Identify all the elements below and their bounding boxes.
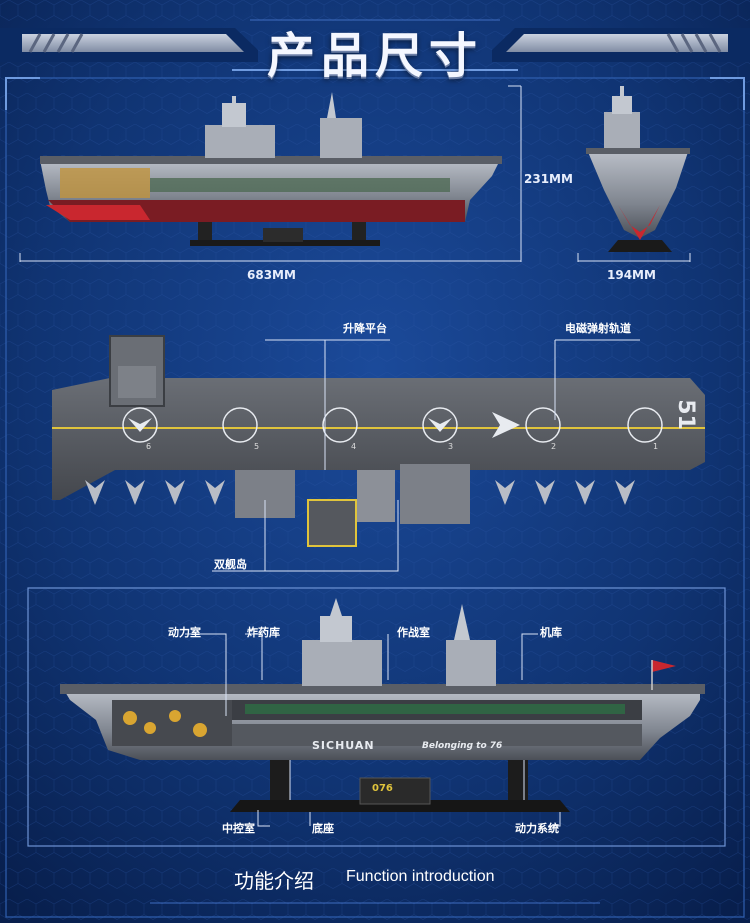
- deck-spot-6: 6: [146, 442, 152, 451]
- control-room-label: 中控室: [222, 822, 255, 835]
- ship-side-profile: [19, 85, 522, 262]
- page-title: 产品尺寸: [266, 28, 483, 84]
- hull-number: 51: [672, 399, 698, 430]
- island-label: 双舰岛: [214, 558, 247, 571]
- stand-badge: 076: [372, 783, 393, 794]
- height-dimension: 231MM: [524, 172, 573, 186]
- power-room-label: 动力室: [168, 626, 201, 639]
- catapult-label: 电磁弹射轨道: [565, 322, 631, 335]
- deck-spot-5: 5: [254, 442, 260, 451]
- hangar-label: 机库: [540, 626, 562, 639]
- elevator-label: 升降平台: [343, 322, 387, 335]
- footer-title-zh: 功能介绍: [234, 869, 314, 893]
- ship-front-profile: [577, 86, 691, 262]
- deck-spot-3: 3: [448, 442, 454, 451]
- deck-spot-1: 1: [653, 442, 659, 451]
- cutaway-panel: [27, 587, 726, 847]
- deck-top-view: [52, 335, 705, 572]
- magazine-label: 炸药库: [247, 626, 280, 639]
- ship-cutaway: [60, 598, 705, 827]
- width-dimension: 194MM: [607, 268, 656, 282]
- hull-side-text: Belonging to 76: [422, 741, 503, 751]
- length-dimension: 683MM: [247, 268, 296, 282]
- combat-room-label: 作战室: [397, 626, 430, 639]
- deck-spot-4: 4: [351, 442, 357, 451]
- deck-spot-2: 2: [551, 442, 557, 451]
- power-system-label: 动力系统: [515, 822, 559, 835]
- footer-title-en: Function introduction: [346, 868, 495, 885]
- hull-name-text: SICHUAN: [312, 739, 375, 752]
- base-label: 底座: [312, 822, 334, 835]
